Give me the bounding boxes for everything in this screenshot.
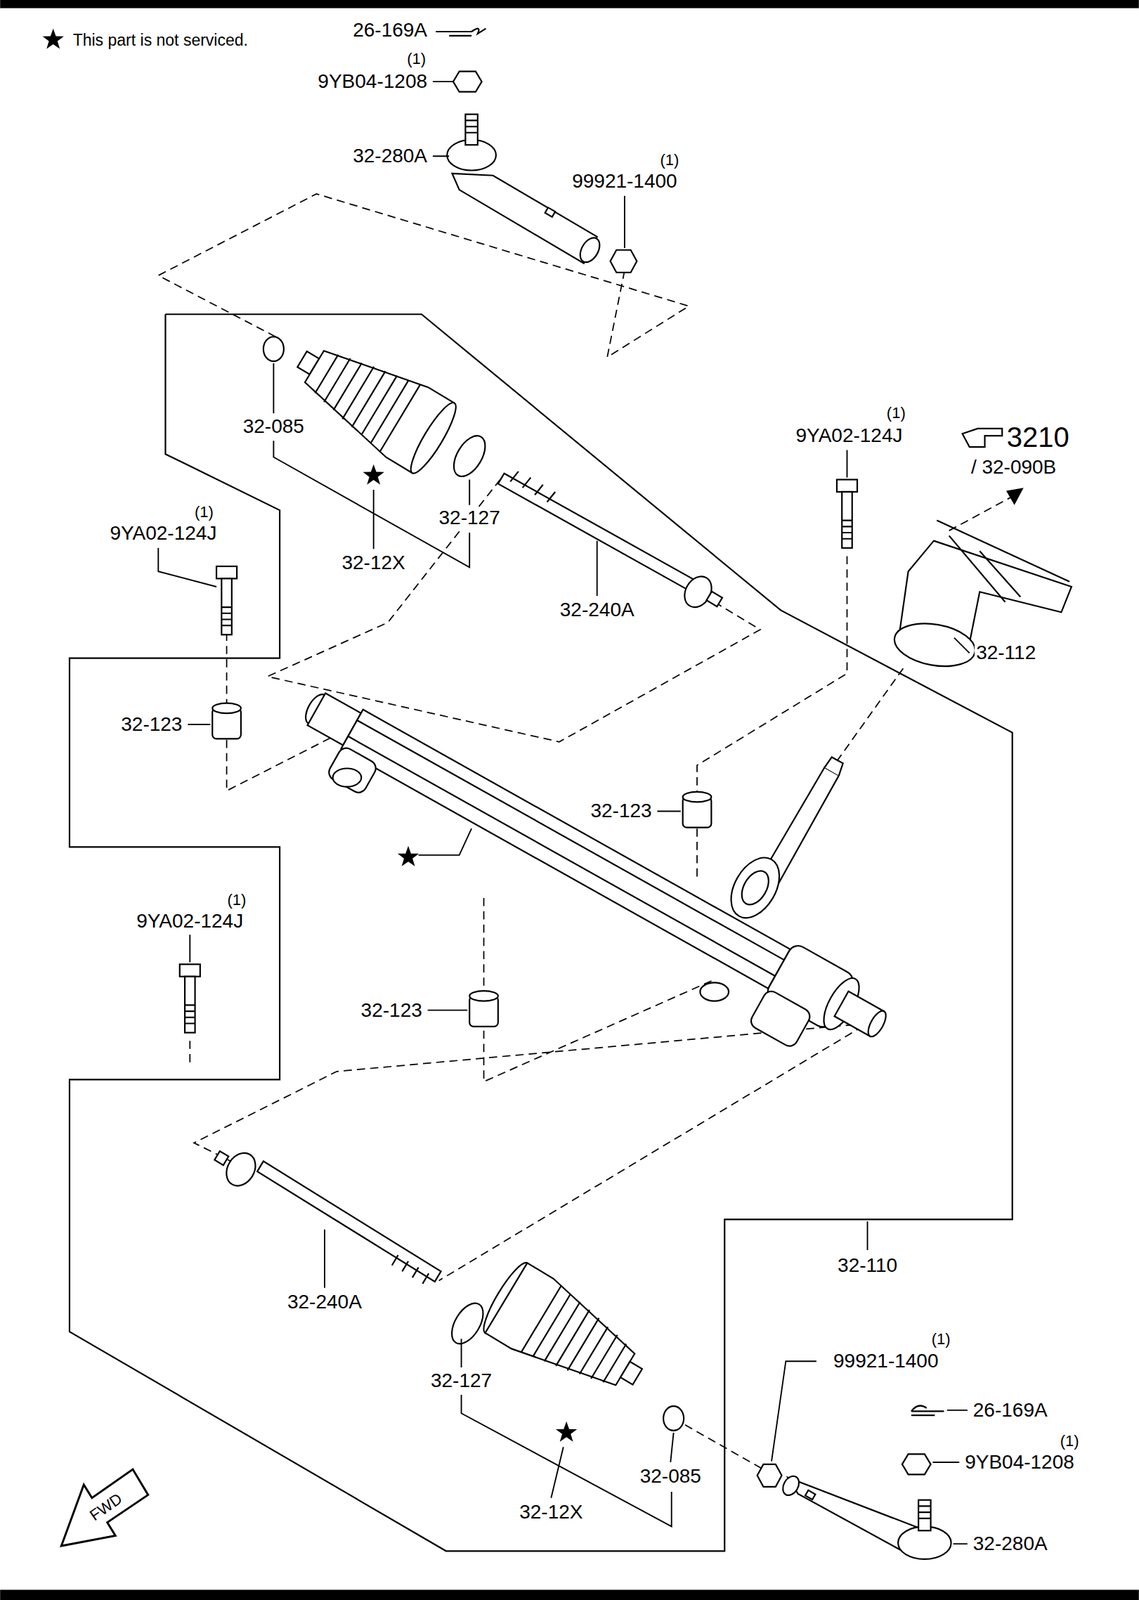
inner-tie-rod-lower	[214, 1147, 490, 1350]
part-number: 32-280A	[351, 145, 429, 168]
fwd-arrow	[61, 1469, 148, 1546]
part-number: 32-12X	[340, 552, 407, 575]
quantity: (1)	[885, 404, 908, 422]
quantity: (1)	[1058, 1432, 1081, 1450]
quantity: (1)	[658, 151, 681, 169]
part-number: 9YB04-1208	[963, 1451, 1076, 1474]
group-outline	[69, 314, 1013, 1551]
part-number: 32-123	[588, 800, 653, 823]
part-number: 26-169A	[351, 19, 429, 42]
part-number: 99921-1400	[831, 1350, 940, 1373]
part-number: 32-110	[836, 1254, 899, 1277]
part-number: 32-127	[429, 1370, 494, 1392]
legend-text: This part is not serviced.	[71, 31, 250, 50]
inner-tie-rod-upper	[498, 471, 723, 613]
quantity: (1)	[930, 1330, 953, 1348]
part-number: 32-123	[359, 999, 424, 1022]
rack-housing	[278, 678, 898, 1083]
part-number: 32-280A	[971, 1533, 1050, 1555]
stars	[42, 28, 578, 1442]
reference-part: / 32-090B	[969, 456, 1058, 479]
tie-rod-end-lower	[779, 1453, 952, 1560]
part-number: 9YA02-124J	[108, 522, 218, 545]
quantity: (1)	[226, 891, 249, 909]
part-number: 9YA02-124J	[134, 910, 245, 933]
part-number: 32-12X	[517, 1501, 584, 1524]
part-number: 99921-1400	[570, 170, 679, 193]
leader-lines	[158, 81, 969, 1544]
part-number: 32-240A	[285, 1291, 364, 1314]
part-number: 9YB04-1208	[316, 70, 429, 93]
part-number: 32-240A	[558, 599, 636, 622]
quantity: (1)	[193, 503, 216, 521]
boot-upper	[263, 323, 492, 482]
part-number: 32-112	[974, 642, 1038, 665]
dashed-lines	[158, 193, 1016, 1470]
reference-figure: 3210	[1005, 421, 1071, 453]
arrow-heads	[1006, 487, 1024, 506]
part-number: 32-085	[241, 415, 306, 438]
part-number: 26-169A	[971, 1399, 1050, 1422]
part-number: 9YA02-124J	[793, 425, 904, 447]
pointing-hand-icon	[962, 428, 1003, 447]
quantity: (1)	[405, 50, 428, 68]
boot-lower	[477, 1258, 782, 1487]
part-number: 32-085	[638, 1465, 703, 1488]
part-number: 32-123	[119, 713, 184, 736]
part-number: 32-127	[437, 507, 502, 530]
cotter-pins	[435, 28, 944, 1416]
bolts	[179, 479, 858, 1033]
bracket-32-112	[890, 520, 1072, 673]
